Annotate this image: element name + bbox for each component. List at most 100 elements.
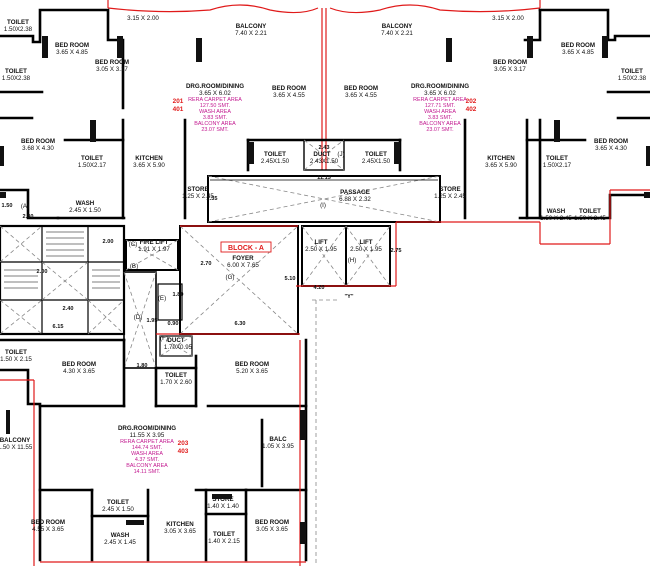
dimension-label: 1.95 <box>147 318 158 324</box>
room-name: BED ROOM <box>31 519 65 526</box>
dimension-label: 6.15 <box>53 324 64 330</box>
balcony-area-value: 23.07 SMT. <box>426 127 453 133</box>
top-dim-right: 3.15 X 2.00 <box>492 15 524 22</box>
room-dims: 3.05 X 3.17 <box>96 66 128 73</box>
top-dim-left: 3.15 X 2.00 <box>127 15 159 22</box>
dimension-label: 2.00 <box>37 269 48 275</box>
room-name: WASH <box>76 200 95 207</box>
room-dims: 1.25 X 2.45 <box>434 193 466 200</box>
fire-lift-shaft <box>123 239 193 369</box>
passage-dims: 6.88 X 2.32 <box>339 196 371 203</box>
area-tag: (E) <box>158 295 166 302</box>
area-tag: (D) <box>134 314 143 321</box>
room-dims: 2.50 X 1.95 <box>350 246 382 253</box>
dimension-label: 5.10 <box>285 276 296 282</box>
room-name: STORE <box>187 186 208 193</box>
apartment-room-dims: 3.65 X 6.02 <box>424 90 456 97</box>
carpet-area-value: 127.71 SMT. <box>425 103 455 109</box>
room-name: TOILET <box>5 68 27 75</box>
wash-area-value: 3.83 SMT. <box>203 115 227 121</box>
room-dims: 3.68 X 4.30 <box>22 145 54 152</box>
carpet-area-label: RERA CARPET AREA <box>413 97 467 103</box>
area-tag: (H) <box>348 257 357 264</box>
dimension-label: "Y" <box>344 294 353 300</box>
duct-mid-name: DUCT <box>167 337 184 344</box>
carpet-area-value: 127.50 SMT. <box>200 103 230 109</box>
dimension-label: 2.70 <box>201 261 212 267</box>
room-dims: 1.40 X 1.40 <box>207 503 239 510</box>
room-name: TOILET <box>213 531 235 538</box>
lower-walls <box>0 299 340 566</box>
room-name: TOILET <box>7 19 29 26</box>
window-markers <box>0 36 650 544</box>
room-dims: 3.65 X 4.30 <box>595 145 627 152</box>
room-name: BALC <box>269 436 287 443</box>
top-duct: 2.43 DUCT (J) 2.43X1.50 <box>303 139 345 171</box>
top-balcony-outline <box>107 0 541 170</box>
room-name: BED ROOM <box>344 85 378 92</box>
room-dims: 1.25 X 2.45 <box>182 193 214 200</box>
room-dims: 3.05 X 3.65 <box>256 526 288 533</box>
room-name: FIRE LIFT <box>140 239 169 246</box>
room-name: STORE <box>212 496 233 503</box>
balcony-area-value: 14.11 SMT. <box>134 469 161 475</box>
unit-number: 402 <box>466 106 477 113</box>
balcony-area-label: BALCONY AREA <box>126 463 168 469</box>
room-dims: 2.45 X 1.45 <box>104 539 136 546</box>
room-name: WASH <box>111 532 130 539</box>
dimension-labels: 2.80 2.00 2.00 2.70 4.20 "Y" 6.15 6.30 0.90 1.80 1… <box>2 196 402 369</box>
dimension-label: 4.20 <box>314 285 325 291</box>
wash-area-label: WASH AREA <box>131 451 163 457</box>
room-name: BED ROOM <box>272 85 306 92</box>
exterior-walls <box>0 8 650 220</box>
area-tag: (C) <box>129 241 138 248</box>
dimension-label: 2.80 <box>23 214 34 220</box>
unit-number: 401 <box>173 106 184 113</box>
room-name: TOILET <box>165 372 187 379</box>
apartment-room-name: DRG.ROOM/DINING <box>411 83 469 90</box>
balcony-area-value: 23.07 SMT. <box>201 127 228 133</box>
room-dims: 1.70 X 2.60 <box>160 379 192 386</box>
room-name: WASH <box>547 208 566 215</box>
tag-labels: (A)(B)(C)(D)(E)(F)(G)(H) <box>21 203 356 342</box>
dimension-label: 1.80 <box>173 292 184 298</box>
room-name: KITCHEN <box>487 155 515 162</box>
dimension-label: 2.40 <box>63 306 74 312</box>
lift-shafts <box>296 189 650 287</box>
block-label: BLOCK - A <box>228 245 264 252</box>
room-name: BED ROOM <box>594 138 628 145</box>
apartment-room-dims: 3.65 X 6.02 <box>199 90 231 97</box>
room-dims: 2.45 X 1.50 <box>102 506 134 513</box>
dimension-label: 0.90 <box>168 321 179 327</box>
room-name: BED ROOM <box>21 138 55 145</box>
room-name: TOILET <box>264 151 286 158</box>
room-dims: 1.50 X 11.55 <box>0 444 33 451</box>
room-dims: 6.00 X 7.65 <box>227 262 259 269</box>
dimension-label: 1.80 <box>137 363 148 369</box>
duct-mid-dims: 1.70X0.95 <box>164 344 193 351</box>
duct-top-tag: (J) <box>337 151 344 158</box>
dimension-label: 6.30 <box>235 321 246 327</box>
room-dims: 3.65 X 4.55 <box>273 92 305 99</box>
room-dims: 1.50X2.38 <box>618 75 647 82</box>
room-dims: 3.05 X 3.17 <box>494 66 526 73</box>
room-dims: 1.50 X 2.45 <box>574 215 606 222</box>
room-dims: 3.65 X 4.85 <box>56 49 88 56</box>
room-name: TOILET <box>546 155 568 162</box>
dimension-label: 2.00 <box>103 239 114 245</box>
unit-number: 203 <box>178 440 189 447</box>
room-name: BALCONY <box>0 437 31 444</box>
duct-top-name: DUCT <box>313 151 330 158</box>
room-name: BED ROOM <box>62 361 96 368</box>
room-dims: 4.55 X 3.65 <box>32 526 64 533</box>
area-tag: (G) <box>226 274 235 281</box>
passage-tag: (I) <box>320 202 326 209</box>
room-dims: 5.20 X 3.65 <box>236 368 268 375</box>
apartment-room-name: DRG.ROOM/DINING <box>118 425 176 432</box>
area-tag: (B) <box>130 263 138 270</box>
room-dims: 3.65 X 5.90 <box>133 162 165 169</box>
room-dims: 3.05 X 3.65 <box>164 528 196 535</box>
room-dims: 1.50X2.17 <box>78 162 107 169</box>
